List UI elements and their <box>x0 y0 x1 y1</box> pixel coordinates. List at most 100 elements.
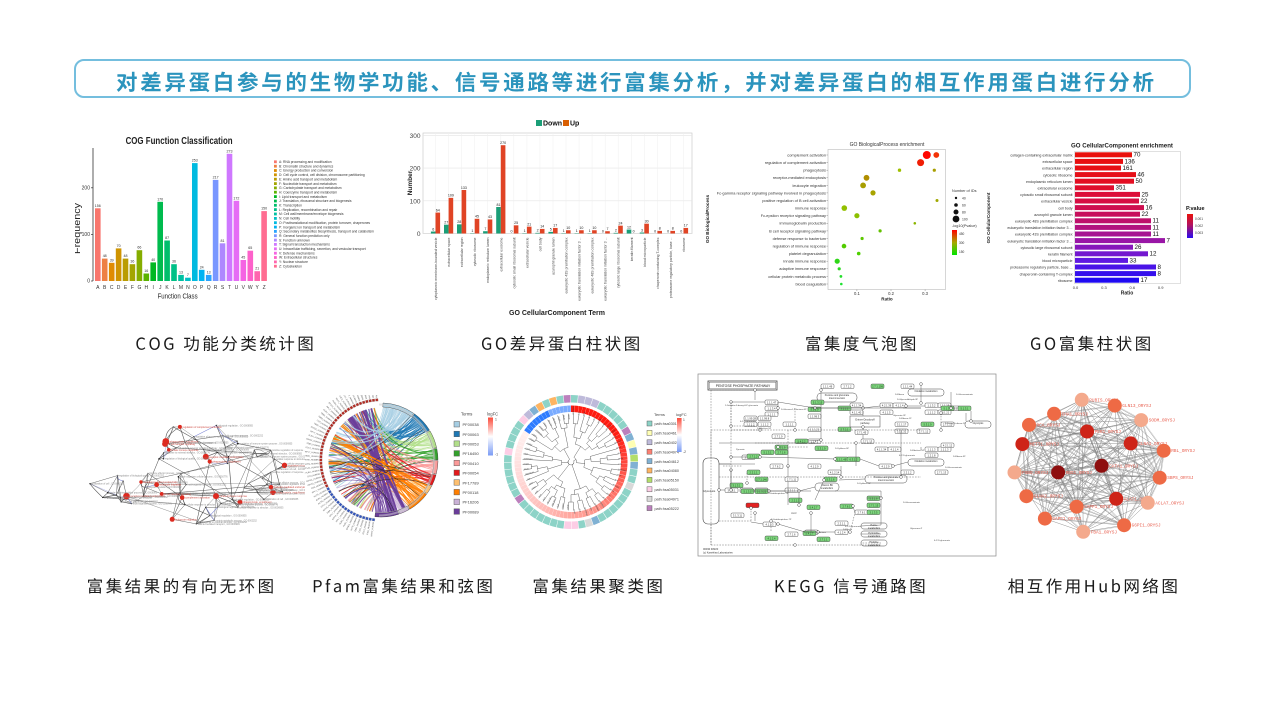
svg-text:26: 26 <box>1135 244 1142 251</box>
svg-text:cellular response to stimulus: cellular response to stimulus , GO:00507… <box>186 504 231 507</box>
svg-text:ACTB_HUMAN: ACTB_HUMAN <box>350 517 359 532</box>
svg-text:36: 36 <box>172 260 176 264</box>
svg-text:multi-organism process , GO:00: multi-organism process , GO:0050776 <box>149 482 189 485</box>
svg-text:5.4.2.7: 5.4.2.7 <box>806 531 814 535</box>
svg-text:40: 40 <box>151 258 155 262</box>
svg-text:chaperonin containing T-comple: chaperonin containing T-complex <box>656 237 660 289</box>
svg-text:response to external stimulus: response to external stimulus , GO:00022… <box>202 521 248 524</box>
svg-text:eukaryotic translation initiat: eukaryotic translation initiation factor… <box>1007 226 1072 230</box>
svg-text:300: 300 <box>959 241 965 245</box>
svg-text:leukocyte migration: leukocyte migration <box>160 484 182 487</box>
svg-text:48: 48 <box>103 254 107 258</box>
svg-text:EIF3F: EIF3F <box>612 435 618 440</box>
svg-text:blood microparticle: blood microparticle <box>1042 259 1072 263</box>
svg-text:EF1A1_HUMAN: EF1A1_HUMAN <box>341 395 351 407</box>
svg-text:4.1.2.9: 4.1.2.9 <box>811 464 819 468</box>
svg-text:protein metabolic process , GO: protein metabolic process , GO:0002252 <box>216 519 258 522</box>
svg-text:positive regulation of respons: positive regulation of response , GO:000… <box>121 496 168 499</box>
svg-text:50: 50 <box>1136 178 1143 185</box>
svg-text:B: B <box>103 285 107 291</box>
svg-text:16: 16 <box>144 269 148 273</box>
svg-text:2.2.1.2: 2.2.1.2 <box>904 470 912 474</box>
svg-text:13: 13 <box>207 270 211 274</box>
svg-text:1.1.1.3: 1.1.1.3 <box>941 447 949 451</box>
svg-text:Fc-epsilon receptor signaling: Fc-epsilon receptor signaling pathway <box>761 213 826 218</box>
svg-text:ITGB3: ITGB3 <box>588 506 592 512</box>
svg-text:11: 11 <box>1153 224 1160 231</box>
svg-text:EIF3F: EIF3F <box>567 415 569 421</box>
svg-text:1.3.1.21: 1.3.1.21 <box>940 410 950 414</box>
svg-text:2.7.6.1: 2.7.6.1 <box>858 510 866 514</box>
svg-text:A: A <box>96 285 100 291</box>
svg-text:PENTOSE PHOSPHATE PATHWAY: PENTOSE PHOSPHATE PATHWAY <box>716 384 771 388</box>
svg-text:ITGB3: ITGB3 <box>557 416 560 422</box>
svg-text:immune response: immune response <box>795 206 826 211</box>
svg-text:K2C1_HUMAN: K2C1_HUMAN <box>338 395 348 409</box>
svg-text:5.3.1.9: 5.3.1.9 <box>778 445 786 449</box>
svg-text:100: 100 <box>410 198 421 205</box>
svg-text:2: 2 <box>615 229 617 233</box>
svg-text:70: 70 <box>1134 152 1141 159</box>
svg-text:ALB: ALB <box>524 452 529 456</box>
svg-text:1.1.1.49: 1.1.1.49 <box>837 457 847 461</box>
svg-text:FIBA_HUMAN: FIBA_HUMAN <box>326 503 338 515</box>
svg-text:Glycerate-3P: Glycerate-3P <box>893 414 906 417</box>
svg-text:J: J <box>159 285 162 291</box>
svg-text:extracellular space: extracellular space <box>447 237 451 266</box>
svg-text:4.1.2.9: 4.1.2.9 <box>882 464 890 468</box>
svg-text:1.1.99.3: 1.1.99.3 <box>810 414 820 418</box>
svg-text:217: 217 <box>213 175 219 179</box>
svg-text:8: 8 <box>659 227 661 231</box>
svg-text:4.1.1.4: 4.1.1.4 <box>891 447 899 451</box>
svg-text:21: 21 <box>255 267 259 271</box>
svg-text:150: 150 <box>261 207 267 211</box>
svg-text:ALB: ALB <box>538 493 543 498</box>
svg-text:48: 48 <box>124 254 128 258</box>
svg-text:GO CellularComponent enrichmen: GO CellularComponent enrichment <box>1071 143 1173 150</box>
svg-text:CAPP1_ORYSJ: CAPP1_ORYSJ <box>1084 505 1113 510</box>
svg-text:RPL23A: RPL23A <box>614 439 622 445</box>
svg-text:C: Energy production and conve: C: Energy production and conversion <box>279 169 333 173</box>
svg-text:I: I <box>153 285 154 291</box>
svg-text:S: Function unknown: S: Function unknown <box>279 238 310 242</box>
svg-text:Terms: Terms <box>654 412 665 417</box>
svg-text:PER1_ORYSJ: PER1_ORYSJ <box>1095 430 1122 435</box>
svg-text:R: General function prediction: R: General function prediction only <box>279 234 330 238</box>
svg-text:metabolism: metabolism <box>868 544 880 547</box>
svg-text:multi-organism process , GO:00: multi-organism process , GO:0002252 <box>224 435 264 438</box>
svg-text:24: 24 <box>619 222 623 226</box>
svg-text:161: 161 <box>1123 165 1134 172</box>
svg-text:D: Cell cycle control, cell di: D: Cell cycle control, cell division, ch… <box>279 173 365 177</box>
svg-text:2.2.1.1: 2.2.1.1 <box>792 498 800 502</box>
svg-text:1.1.1.1: 1.1.1.1 <box>786 422 794 426</box>
svg-text:270: 270 <box>500 141 506 145</box>
svg-text:biological regulation , GO:000: biological regulation , GO:0002252 <box>234 499 270 502</box>
svg-text:biological regulation , GO:000: biological regulation , GO:0002252 <box>123 501 159 504</box>
svg-text:EIF3F: EIF3F <box>573 509 575 515</box>
svg-text:1.1.1.19: 1.1.1.19 <box>940 403 950 407</box>
svg-text:SERPINA1: SERPINA1 <box>535 429 544 437</box>
svg-text:Terms: Terms <box>461 412 472 417</box>
svg-text:25: 25 <box>1142 191 1149 198</box>
svg-text:5.1.3.1: 5.1.3.1 <box>944 406 952 410</box>
svg-text:4.1.1.34: 4.1.1.34 <box>852 403 862 407</box>
svg-text:5.1.3.1: 5.1.3.1 <box>764 450 772 454</box>
svg-text:12: 12 <box>1150 251 1157 258</box>
svg-text:SERPINA1: SERPINA1 <box>618 468 627 472</box>
svg-text:E: Amino acid transport and me: E: Amino acid transport and metabolism <box>279 177 338 181</box>
svg-text:ALBU_HUMAN: ALBU_HUMAN <box>308 434 323 442</box>
svg-text:ITGB3: ITGB3 <box>524 463 529 465</box>
svg-text:RCA_ORYSJ: RCA_ORYSJ <box>1037 423 1061 428</box>
svg-text:87: 87 <box>165 236 169 240</box>
svg-text:SERPINA1: SERPINA1 <box>598 500 606 509</box>
svg-text:SERPINA1: SERPINA1 <box>593 503 600 512</box>
svg-text:45: 45 <box>475 215 479 219</box>
svg-text:PF00063: PF00063 <box>463 432 480 437</box>
svg-text:PF00118: PF00118 <box>463 490 480 495</box>
svg-text:0: 0 <box>633 229 635 233</box>
svg-text:ITGB3: ITGB3 <box>529 438 535 442</box>
svg-text:D-Ribulose-5P: D-Ribulose-5P <box>910 450 925 452</box>
svg-text:Glycolysis: Glycolysis <box>973 422 985 425</box>
svg-text:156: 156 <box>95 204 101 208</box>
svg-text:receptor-mediated endocytosis: receptor-mediated endocytosis <box>143 481 178 484</box>
